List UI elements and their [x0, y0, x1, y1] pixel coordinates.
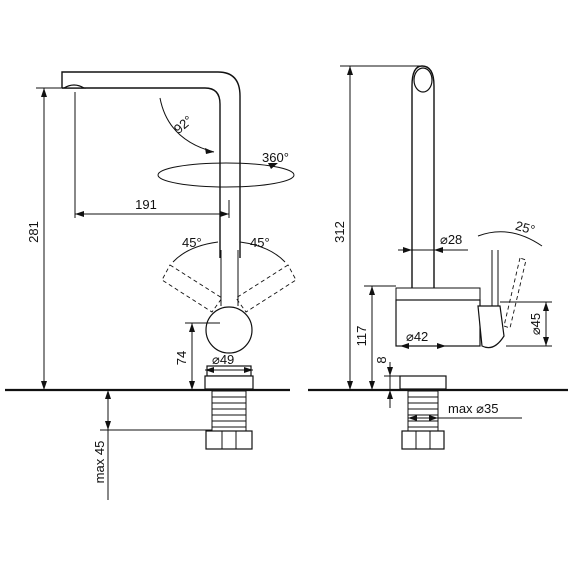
- dim-281-label: 281: [26, 221, 41, 243]
- lever-right-position: [235, 264, 297, 313]
- dim-45-handle-label: ⌀45: [528, 313, 543, 335]
- dim-49-label: ⌀49: [212, 352, 234, 367]
- swivel-ellipse: [157, 162, 295, 188]
- dim-45-right-label: 45°: [250, 235, 270, 250]
- threaded-shank-side: [401, 390, 445, 450]
- side-mixer-body: [395, 299, 481, 347]
- dim-191-label: 191: [135, 197, 157, 212]
- dim-25-label: 25°: [514, 218, 537, 238]
- front-view: 281 191 92° 360° 45° 45° 74 ⌀49: [5, 71, 297, 500]
- dim-360-label: 360°: [262, 150, 289, 165]
- dim-92-arc: [159, 97, 215, 153]
- side-handle: [477, 305, 505, 349]
- lever-left-position: [161, 264, 223, 313]
- dim-45-left-label: 45°: [182, 235, 202, 250]
- spout-outline: [61, 71, 241, 258]
- side-spout-cap: [413, 67, 433, 93]
- dim-35-label: max ⌀35: [448, 401, 498, 416]
- dim-45-right-arc: [239, 241, 286, 263]
- dim-117-label: 117: [354, 326, 369, 347]
- aerator-icon: [61, 84, 87, 89]
- side-view: 312 ⌀28 25° 117 ⌀42 ⌀45 8 max ⌀35: [308, 65, 568, 450]
- dim-8-label: 8: [374, 356, 389, 363]
- base-ring-front: [204, 375, 254, 390]
- dim-45-left-arc: [172, 241, 219, 263]
- base-ring-side: [399, 375, 447, 390]
- dim-max45-label: max 45: [92, 441, 107, 484]
- side-spout-tube: [411, 65, 435, 288]
- mixer-body-ball: [205, 306, 253, 354]
- dim-28-label: ⌀28: [440, 232, 462, 247]
- dim-92-label: 92°: [171, 112, 196, 136]
- dim-312-label: 312: [332, 221, 347, 243]
- dim-74-label: 74: [174, 351, 189, 365]
- side-lever-tilted: [503, 257, 527, 329]
- dim-42-label: ⌀42: [406, 329, 428, 344]
- threaded-shank-front: [205, 390, 253, 450]
- dim-25-arc: [477, 231, 543, 247]
